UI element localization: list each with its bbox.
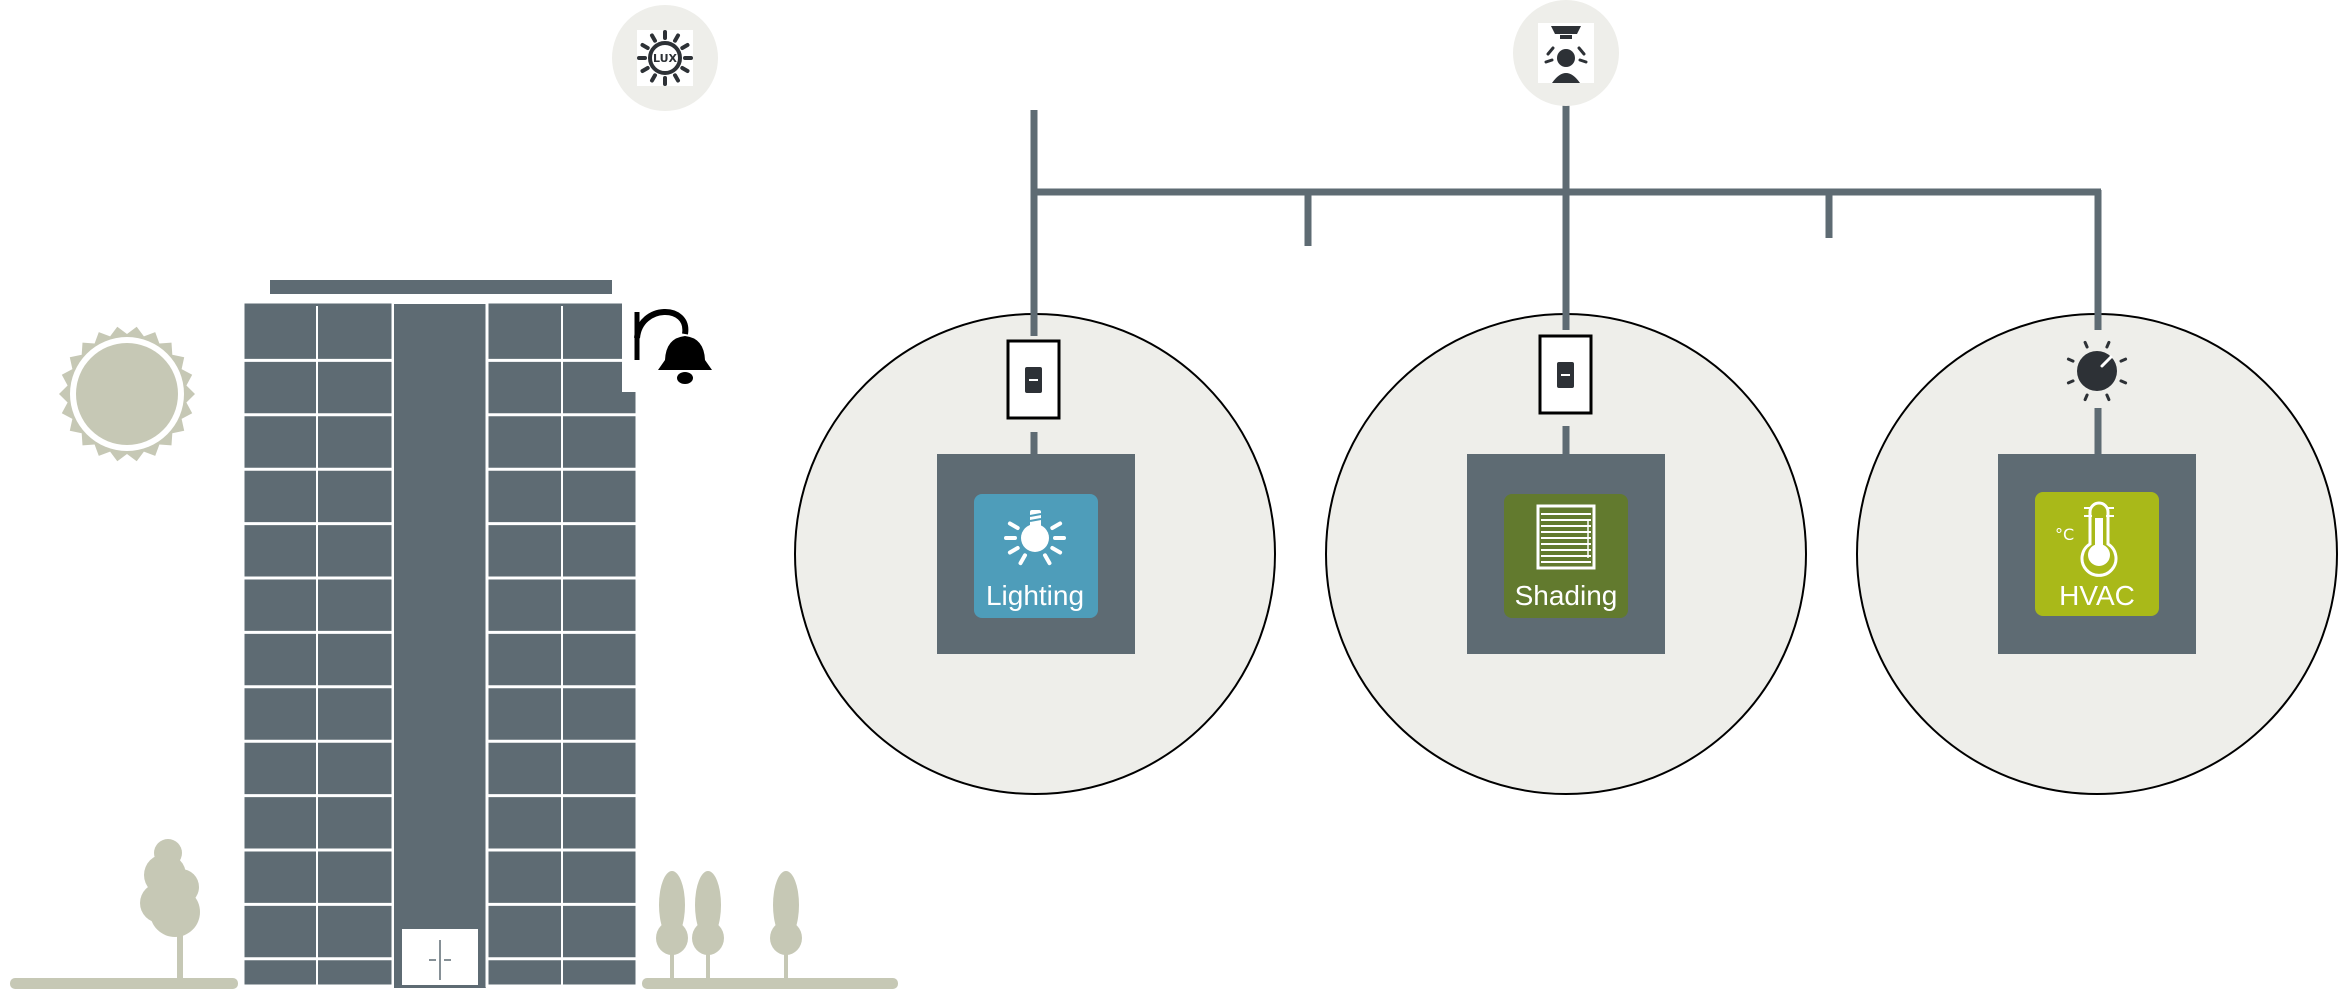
dial-knob-icon [2066,340,2128,402]
poplar-tree-icon [770,871,802,980]
round-tree-icon [140,839,200,980]
switch-lighting [989,336,1075,432]
thermostat-knob [2058,330,2136,408]
window-blind-icon [1536,504,1596,570]
poplar-tree-icon [656,871,688,980]
lux-sensor: LUX [612,5,718,111]
thermometer-icon: °C [2055,501,2118,577]
lightbulb-icon [1004,510,1066,566]
shading-label: Shading [1515,580,1618,611]
building-icon [240,280,640,988]
sun-lux-sensor-icon: LUX [637,30,693,86]
building-door [400,927,480,987]
wall-switch-icon [1538,334,1593,415]
building-core [394,304,486,988]
switch-shading [1523,330,1609,426]
hvac-module: °C HVAC [2035,492,2159,616]
shading-module: Shading [1504,494,1628,618]
lighting-label: Lighting [986,580,1084,611]
ceiling-presence-sensor-icon [1544,26,1588,83]
wall-switch-icon [1006,339,1061,420]
bell-icon [634,309,712,384]
ground-left [10,978,238,989]
poplar-tree-icon [692,871,724,980]
ground-right [642,978,898,989]
hvac-label: HVAC [2059,580,2135,611]
lux-label: LUX [653,52,678,65]
lighting-module: Lighting [974,494,1098,618]
building-roof [270,280,612,294]
sun-icon [59,326,195,462]
presence-sensor [1513,0,1619,106]
hvac-unit: °C [2055,525,2074,544]
